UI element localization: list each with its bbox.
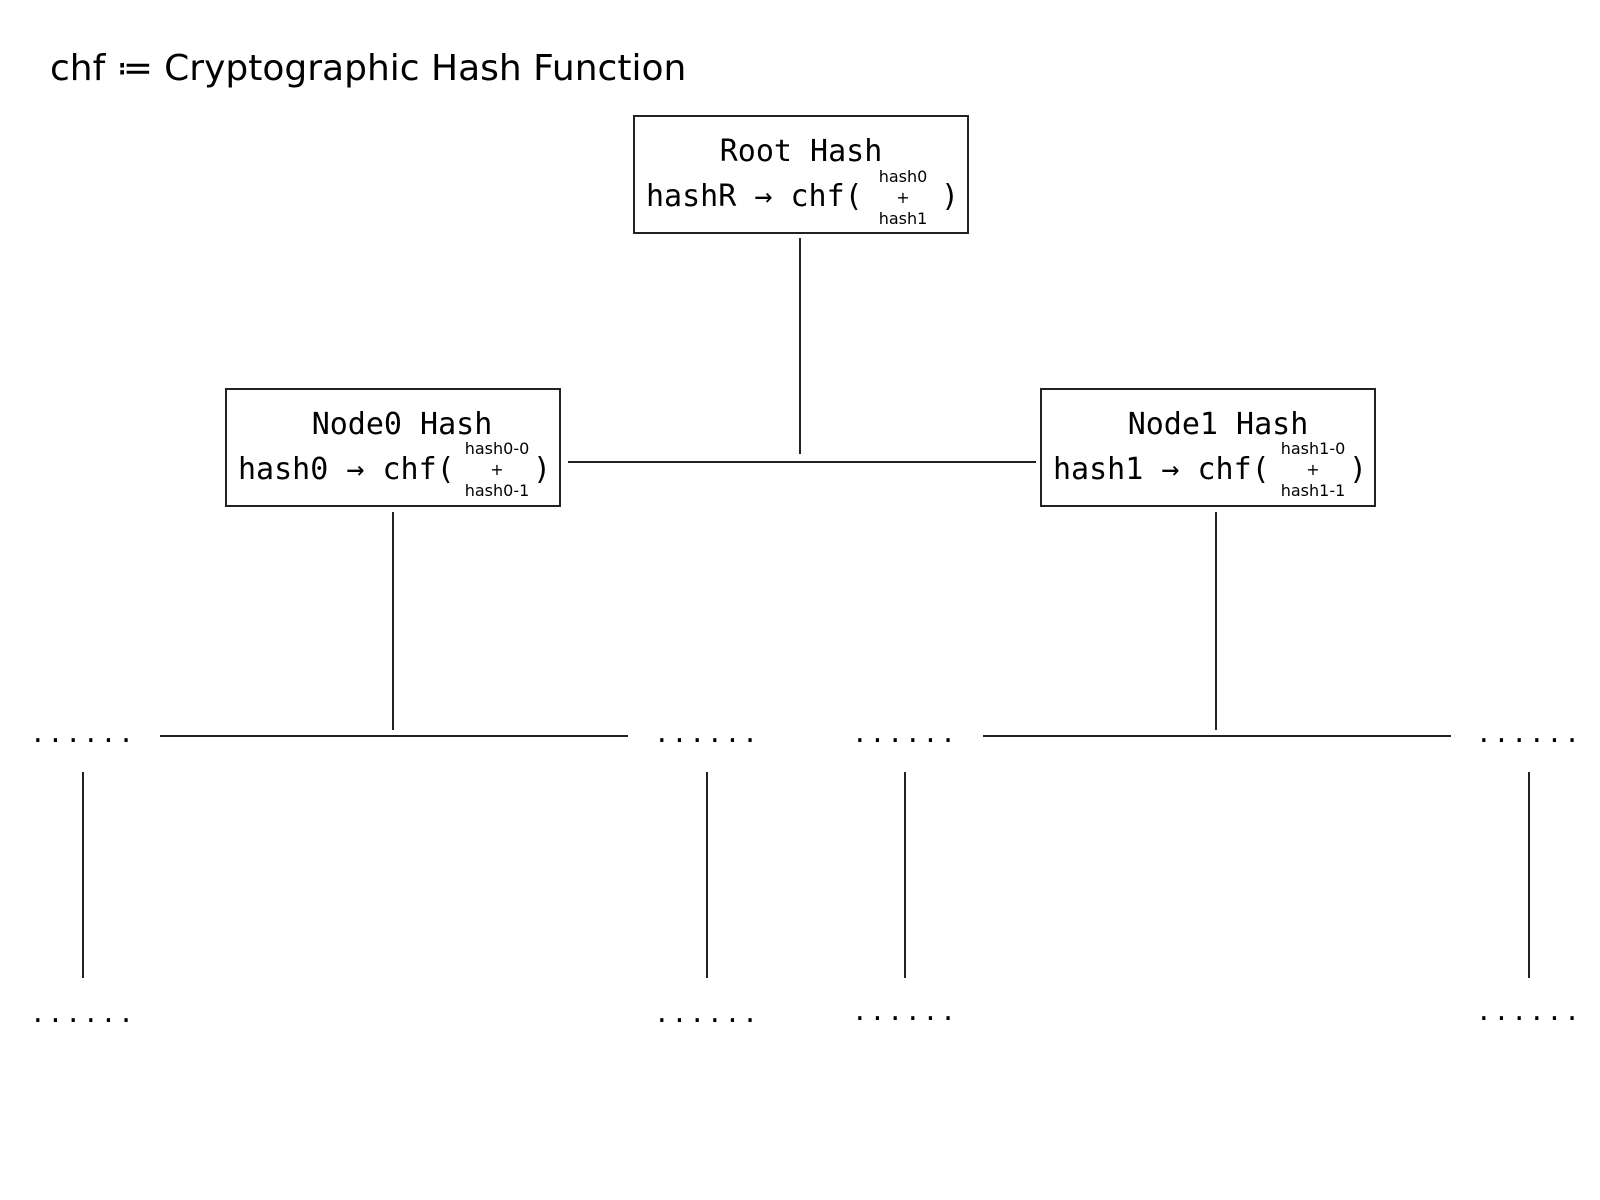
root-formula-close: ) bbox=[941, 179, 959, 214]
root-hash-box bbox=[633, 115, 969, 234]
node0-hash-node: Node0 Hash hash0 → chf( hash0-0 + hash0-… bbox=[225, 388, 561, 507]
diagram-title: chf ≔ Cryptographic Hash Function bbox=[50, 48, 686, 89]
node1-formula-close: ) bbox=[1349, 452, 1367, 487]
root-formula-prefix: hashR → chf( bbox=[646, 179, 863, 214]
node0-hash-heading: Node0 Hash bbox=[312, 407, 493, 442]
node0-arg-plus: + bbox=[490, 460, 503, 479]
node0-hash-box bbox=[225, 388, 561, 507]
ellipsis-level3-3: ...... bbox=[852, 997, 958, 1027]
root-hash-heading: Root Hash bbox=[720, 134, 883, 169]
node1-hash-box bbox=[1040, 388, 1376, 507]
level2-ellipses: ...... ...... ...... ...... bbox=[30, 719, 1582, 749]
node1-arg-bottom: hash1-1 bbox=[1281, 481, 1346, 500]
ellipsis-level2-3: ...... bbox=[852, 719, 958, 749]
node0-arg-top: hash0-0 bbox=[465, 439, 530, 458]
root-hash-node: Root Hash hashR → chf( hash0 + hash1 ) bbox=[633, 115, 969, 234]
level3-ellipses: ...... ...... ...... ...... bbox=[30, 997, 1582, 1029]
ellipsis-level3-4: ...... bbox=[1476, 997, 1582, 1027]
root-arg-plus: + bbox=[896, 188, 909, 207]
connectors bbox=[82, 238, 1530, 978]
node0-formula-close: ) bbox=[533, 452, 551, 487]
root-arg-bottom: hash1 bbox=[879, 209, 928, 228]
node1-arg-plus: + bbox=[1306, 460, 1319, 479]
ellipsis-level2-1: ...... bbox=[30, 719, 136, 749]
ellipsis-level3-2: ...... bbox=[654, 999, 760, 1029]
node1-arg-top: hash1-0 bbox=[1281, 439, 1346, 458]
ellipsis-level2-4: ...... bbox=[1476, 719, 1582, 749]
node1-hash-node: Node1 Hash hash1 → chf( hash1-0 + hash1-… bbox=[1040, 388, 1376, 507]
node1-hash-heading: Node1 Hash bbox=[1128, 407, 1309, 442]
ellipsis-level2-2: ...... bbox=[654, 719, 760, 749]
ellipsis-level3-1: ...... bbox=[30, 999, 136, 1029]
node0-arg-bottom: hash0-1 bbox=[465, 481, 530, 500]
root-arg-top: hash0 bbox=[879, 167, 928, 186]
node0-formula-prefix: hash0 → chf( bbox=[238, 452, 455, 487]
node1-formula-prefix: hash1 → chf( bbox=[1053, 452, 1270, 487]
